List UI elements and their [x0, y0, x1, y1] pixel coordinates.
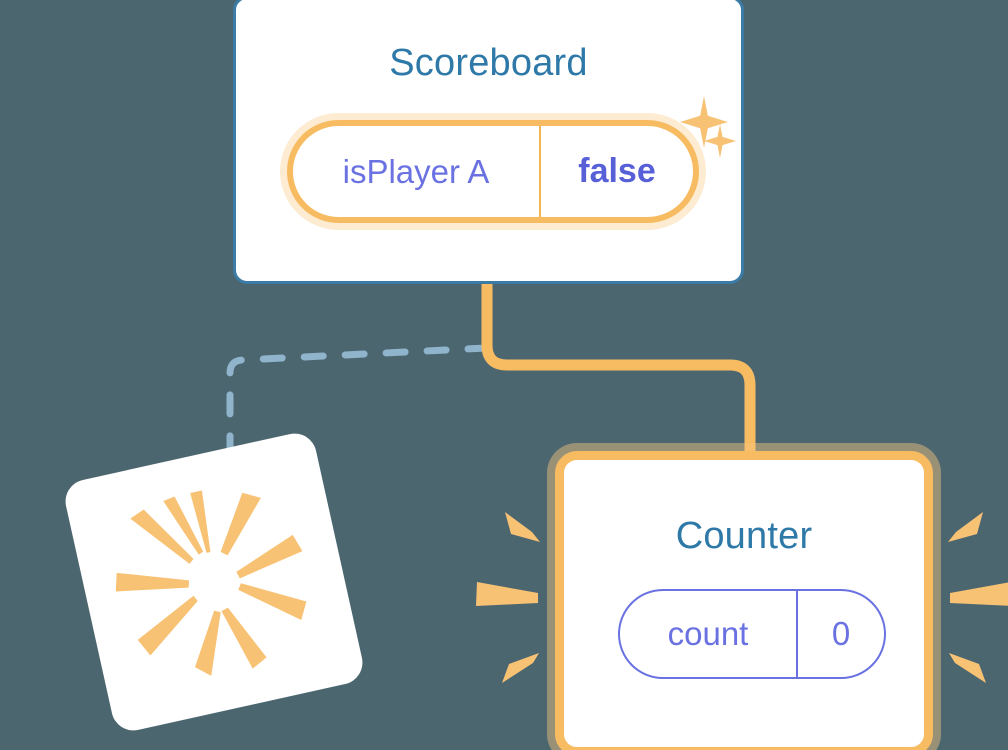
- state-value-isplayera: false: [578, 152, 656, 190]
- state-key-isplayera: isPlayer A: [293, 126, 541, 217]
- connector-scoreboard-to-counter: [481, 283, 756, 470]
- state-key-count: count: [620, 591, 798, 677]
- card-counter[interactable]: Counter count 0: [555, 451, 933, 750]
- card-scoreboard[interactable]: Scoreboard isPlayer A false: [233, 0, 744, 284]
- state-value-count: 0: [831, 615, 851, 652]
- card-title-scoreboard: Scoreboard: [389, 42, 588, 84]
- connector-scoreboard-to-blank: [226, 344, 491, 474]
- card-title-counter: Counter: [675, 515, 813, 557]
- state-pill-count[interactable]: count 0: [618, 589, 886, 679]
- card-blank[interactable]: [61, 429, 367, 735]
- state-pill-isplayera[interactable]: isPlayer A false: [287, 120, 699, 223]
